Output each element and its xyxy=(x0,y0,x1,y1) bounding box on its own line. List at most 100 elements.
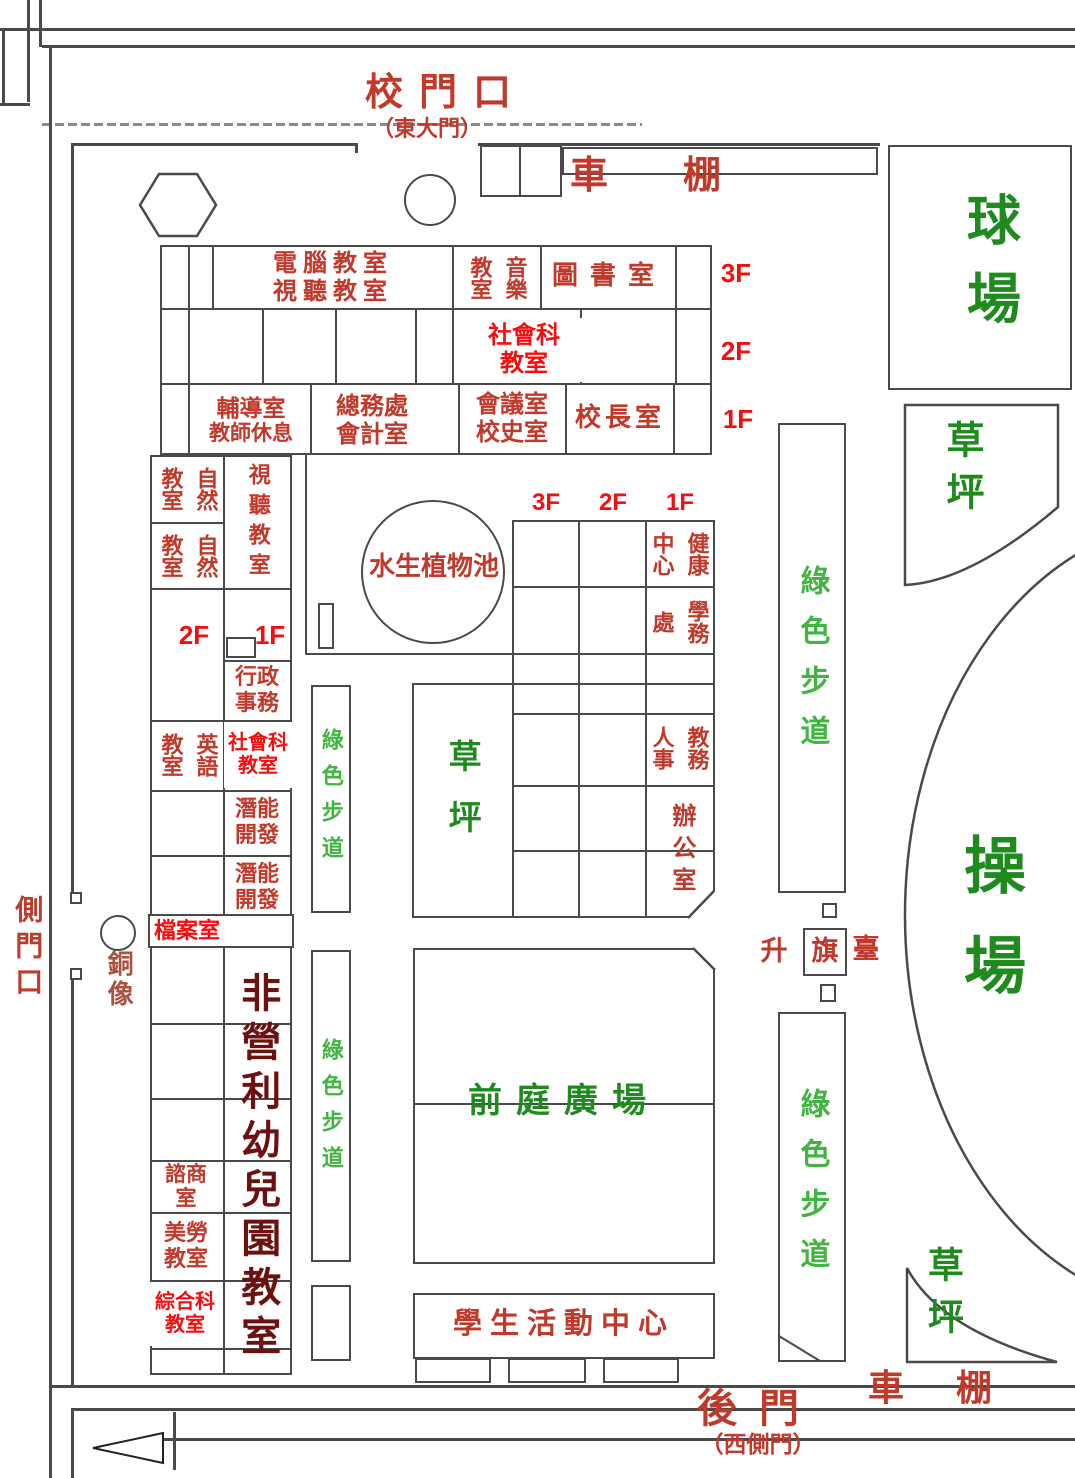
green-walk-strip xyxy=(311,1285,351,1361)
lawn-label: 草坪 xyxy=(444,739,482,861)
green-walk-strip xyxy=(311,950,351,1262)
floor-label-3f: 3F xyxy=(720,257,752,288)
road-line xyxy=(71,1408,1075,1411)
road-line xyxy=(0,28,1075,31)
road-line xyxy=(42,45,1075,48)
front-plaza-label: 前庭廣場 xyxy=(468,1082,660,1121)
computer-av-room-label: 電腦教室視聽教室 xyxy=(273,250,393,305)
grid-line xyxy=(413,1103,715,1105)
plaza-line xyxy=(305,455,307,655)
grid-line xyxy=(150,720,292,722)
principal-office-label: 校長室 xyxy=(574,401,665,432)
general-affairs-label: 總務處會計室 xyxy=(336,393,408,448)
archives-label: 檔案室 xyxy=(154,918,221,944)
green-walk-strip xyxy=(311,685,351,913)
flag-platform-box xyxy=(803,928,847,976)
grid-line xyxy=(188,385,190,455)
green-walk-strip xyxy=(778,423,846,893)
grid-line xyxy=(512,850,715,852)
health-center-label: 中心健康 xyxy=(649,532,710,576)
road-line xyxy=(39,0,42,47)
gate-tick xyxy=(355,143,358,153)
grid-line xyxy=(578,713,580,918)
floor-label-2f: 2F xyxy=(598,489,627,517)
green-walk-label: 綠色步道 xyxy=(795,1088,829,1288)
main-building xyxy=(160,245,712,455)
statue-label: 銅像 xyxy=(104,950,135,1010)
grid-line xyxy=(150,1348,292,1350)
floor-label-1f: 1F xyxy=(665,489,694,517)
main-gate-sub-label: （東大門） xyxy=(371,116,482,142)
flag-pole-box xyxy=(822,903,837,918)
gate-booth-divider xyxy=(519,145,521,197)
road-arrow xyxy=(92,1431,164,1465)
wall-notch xyxy=(226,637,256,658)
campus-wall-top xyxy=(478,143,880,146)
grid-line xyxy=(512,785,715,787)
lawn-label: 草坪 xyxy=(922,1246,964,1350)
central-lawn-block xyxy=(412,683,514,918)
green-walk-label: 綠色步道 xyxy=(318,728,344,872)
office-label: 辦公室 xyxy=(667,803,695,899)
flag-label-middle: 旗 xyxy=(811,936,839,967)
entrance-box xyxy=(415,1358,491,1383)
road-line xyxy=(71,1408,74,1478)
grid-line xyxy=(150,855,292,857)
side-gate-hook xyxy=(70,968,82,980)
grid-line xyxy=(188,310,190,385)
grid-line xyxy=(645,713,647,918)
grid-line xyxy=(150,1098,292,1100)
floor-label-2f: 2F xyxy=(720,335,752,366)
gate-booth-box xyxy=(480,145,562,197)
road-line xyxy=(0,103,30,106)
road-dashed-line xyxy=(42,123,642,126)
back-gate-sub-label: （西側門） xyxy=(700,1430,816,1457)
ball-field-area xyxy=(888,145,1072,390)
grid-line xyxy=(150,1280,292,1282)
grid-line xyxy=(262,310,264,385)
pond-label: 水生植物池 xyxy=(368,550,499,581)
counsel-rest-label: 輔導室教師休息 xyxy=(209,395,293,446)
plaza-line xyxy=(305,653,515,655)
integrated-room-label: 綜合科教室 xyxy=(150,1282,220,1346)
green-walk-label: 綠色步道 xyxy=(795,565,829,765)
grid-line xyxy=(458,385,460,455)
green-walk-label: 綠色步道 xyxy=(318,1038,344,1182)
grid-line xyxy=(160,308,712,310)
hexagon-planter xyxy=(138,172,218,238)
grid-line xyxy=(150,588,292,590)
bike-shed-strip xyxy=(562,147,878,175)
pond-circle xyxy=(361,500,505,644)
meeting-history-label: 會議室校史室 xyxy=(476,391,548,446)
ball-field-label: 球場 xyxy=(958,192,1019,348)
grid-line xyxy=(150,522,225,524)
grid-line xyxy=(512,586,715,588)
grid-line xyxy=(565,385,567,455)
campus-wall-left xyxy=(71,143,74,893)
back-gate-label: 後門 xyxy=(697,1386,821,1431)
grid-line xyxy=(415,310,417,385)
bike-shed-label: 車棚 xyxy=(570,154,797,197)
student-affairs-label: 處學務 xyxy=(649,600,710,644)
floor-label-2f: 2F xyxy=(178,619,210,650)
grid-line xyxy=(223,660,292,662)
flag-label-right: 臺 xyxy=(852,934,880,965)
flag-pole-box xyxy=(820,984,836,1002)
grid-line xyxy=(188,245,190,310)
floor-label-1f: 1F xyxy=(722,403,754,434)
main-gate-label: 校門口 xyxy=(364,71,527,114)
library-label: 圖書室 xyxy=(551,259,666,290)
front-plaza-block xyxy=(413,948,715,1264)
grid-line xyxy=(452,310,454,385)
grid-line xyxy=(335,310,337,385)
grid-line xyxy=(212,245,214,310)
nature-room-label: 教室自然 xyxy=(158,467,219,511)
potential-dev-label: 潛能開發 xyxy=(234,796,279,847)
potential-dev-label: 潛能開發 xyxy=(234,861,279,912)
kindergarten-label: 非營利幼兒園教室 xyxy=(235,972,280,1364)
plaza-small-box xyxy=(318,603,334,649)
entrance-box xyxy=(508,1358,586,1383)
road-line xyxy=(163,1438,1075,1441)
entrance-box xyxy=(603,1358,679,1383)
